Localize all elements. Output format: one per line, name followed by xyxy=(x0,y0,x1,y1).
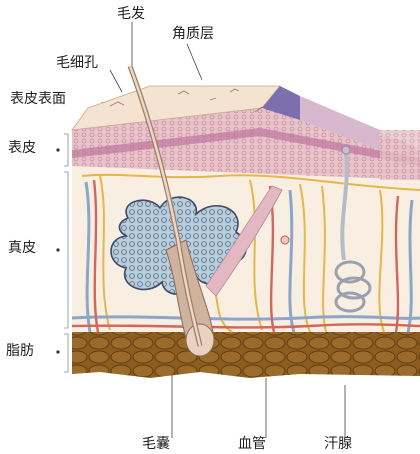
label-hair-follicle: 毛囊 xyxy=(142,436,170,452)
vessel-dot xyxy=(281,236,289,244)
fat-layer xyxy=(72,332,420,378)
label-epidermis: 表皮 xyxy=(8,140,36,156)
label-fat: 脂肪 xyxy=(6,343,34,359)
label-dermis: 真皮 xyxy=(8,240,36,256)
label-blood-vessel: 血管 xyxy=(238,436,266,452)
label-stratum-corneum: 角质层 xyxy=(172,26,214,42)
cut-face-cells xyxy=(380,130,420,180)
dermis-dot xyxy=(56,248,59,251)
fat-dot xyxy=(56,350,59,353)
label-skin-surface: 表皮表面 xyxy=(10,91,66,107)
epidermis-dot xyxy=(56,148,59,151)
sweat-pore xyxy=(342,146,350,154)
layer-brackets xyxy=(64,134,68,372)
label-pore: 毛细孔 xyxy=(56,55,98,71)
label-sweat-gland: 汗腺 xyxy=(324,436,352,452)
label-hair: 毛发 xyxy=(117,6,145,22)
